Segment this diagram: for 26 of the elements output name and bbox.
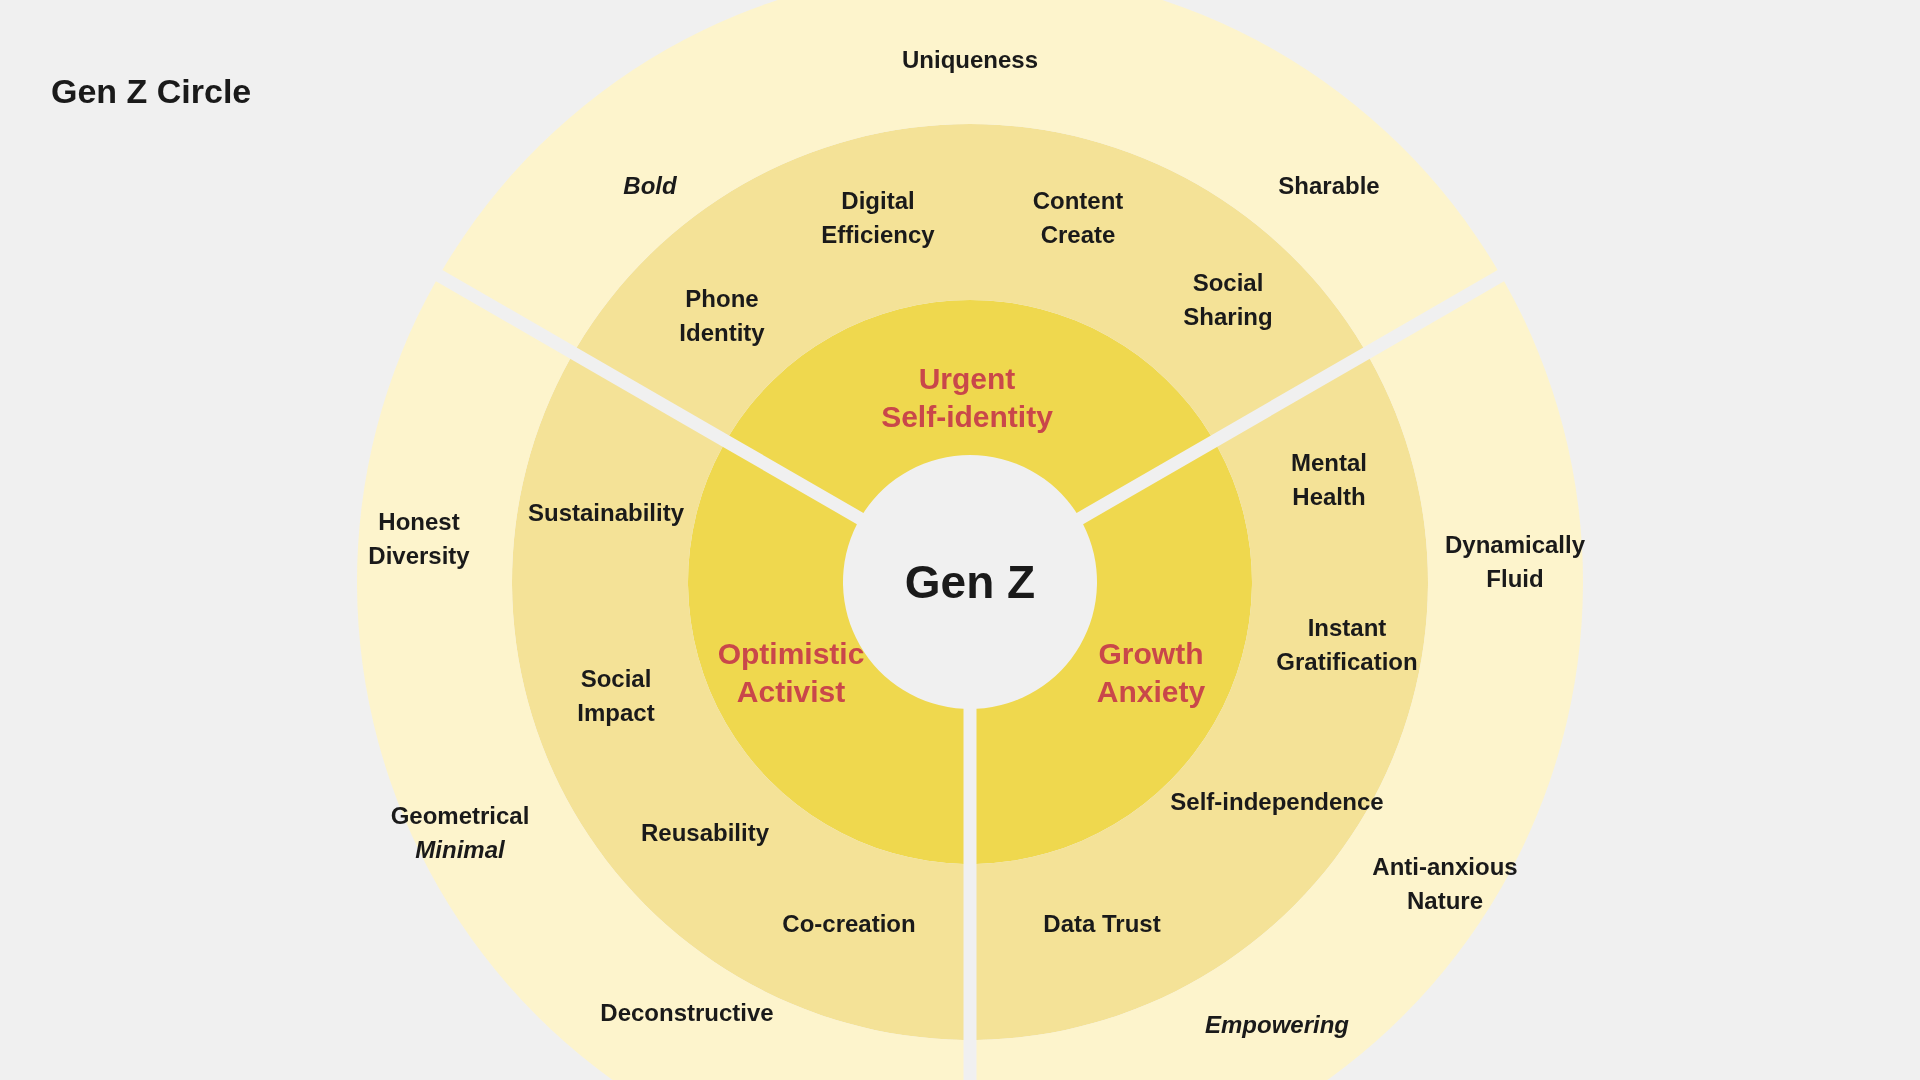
trait-label: Geometrical Minimal bbox=[389, 801, 531, 865]
trait-label: Anti-anxious Nature bbox=[1371, 852, 1519, 916]
keyword-label: Instant Gratification bbox=[1275, 613, 1419, 677]
trait-label: Honest Diversity bbox=[367, 507, 471, 571]
trait-label: Uniqueness bbox=[901, 45, 1039, 75]
keyword-label: Data Trust bbox=[1042, 909, 1162, 939]
trait-label: Empowering bbox=[1204, 1010, 1350, 1040]
keyword-label: Phone Identity bbox=[678, 284, 766, 348]
trait-label: Sharable bbox=[1277, 171, 1381, 201]
keyword-label: Social Impact bbox=[576, 664, 656, 728]
theme-label: Growth Anxiety bbox=[1095, 636, 1207, 710]
theme-label: Optimistic Activist bbox=[716, 636, 866, 710]
keyword-label: Sustainability bbox=[526, 498, 685, 528]
trait-label: Dynamically Fluid bbox=[1443, 530, 1587, 594]
keyword-label: Mental Health bbox=[1290, 448, 1368, 512]
keyword-label: Social Sharing bbox=[1182, 268, 1274, 332]
keyword-label: Content Create bbox=[1031, 186, 1125, 250]
theme-label: Urgent Self-identity bbox=[880, 361, 1054, 435]
diagram-title: Gen Z Circle bbox=[51, 72, 252, 111]
center-label: Gen Z bbox=[903, 556, 1037, 608]
trait-label: Deconstructive bbox=[599, 998, 775, 1028]
keyword-label: Digital Efficiency bbox=[820, 186, 936, 250]
trait-label: Bold bbox=[622, 171, 678, 201]
keyword-label: Co-creation bbox=[781, 909, 917, 939]
keyword-label: Self-independence bbox=[1169, 787, 1385, 817]
keyword-label: Reusability bbox=[639, 818, 770, 848]
